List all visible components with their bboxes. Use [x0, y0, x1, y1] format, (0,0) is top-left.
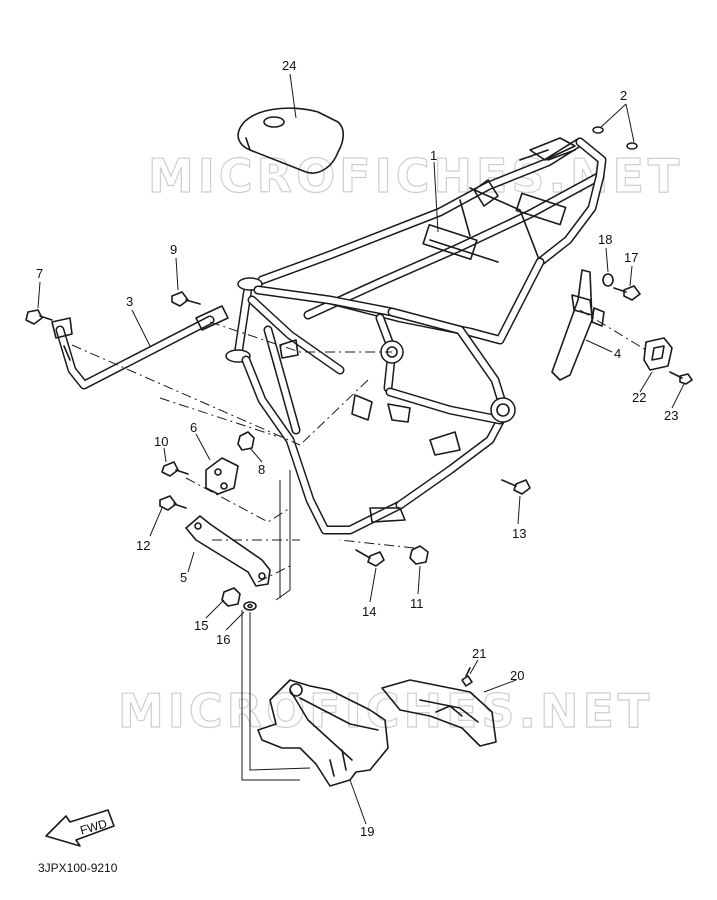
callout-12: 12	[136, 538, 150, 553]
part-4-side-bracket[interactable]	[551, 269, 605, 381]
part-12-bolt[interactable]	[159, 495, 187, 511]
part-21-bolt[interactable]	[461, 667, 473, 687]
callout-13: 13	[512, 526, 526, 541]
part-1-main-frame[interactable]	[225, 137, 607, 535]
callout-24: 24	[282, 58, 296, 73]
callout-15: 15	[194, 618, 208, 633]
part-22-block[interactable]	[643, 337, 673, 371]
part-6-plate[interactable]	[205, 457, 239, 495]
part-7-bolt[interactable]	[25, 309, 53, 325]
callouts: 24 2 1 9 7 3 18 17 4 22 23 6 10 8 13 12 …	[36, 58, 678, 839]
callout-20: 20	[510, 668, 524, 683]
fwd-arrow-icon: FWD	[45, 809, 115, 847]
callout-16: 16	[216, 632, 230, 647]
part-5-lower-bracket[interactable]	[185, 515, 271, 587]
part-18-washer[interactable]	[602, 273, 614, 287]
callout-5: 5	[180, 570, 187, 585]
part-23-bolt[interactable]	[669, 371, 693, 385]
alignment-lines	[71, 309, 647, 781]
callout-11: 11	[410, 596, 424, 611]
fasteners	[25, 273, 693, 611]
callout-14: 14	[362, 604, 376, 619]
part-17-bolt[interactable]	[613, 285, 641, 301]
callout-22: 22	[632, 390, 646, 405]
part-10-bolt[interactable]	[161, 461, 189, 477]
watermark-bottom: MICROFICHES.NET	[118, 684, 653, 738]
callout-18: 18	[598, 232, 612, 247]
callout-4: 4	[614, 346, 621, 361]
part-20-plate[interactable]	[381, 679, 497, 747]
callout-3: 3	[126, 294, 133, 309]
part-19-lower-guard[interactable]	[257, 679, 389, 787]
callout-10: 10	[154, 434, 168, 449]
callout-23: 23	[664, 408, 678, 423]
part-16-washer[interactable]	[243, 601, 257, 611]
callout-21: 21	[472, 646, 486, 661]
part-9-bolt[interactable]	[171, 291, 201, 307]
callout-9: 9	[170, 242, 177, 257]
callout-2: 2	[620, 88, 627, 103]
callout-17: 17	[624, 250, 638, 265]
callout-1: 1	[430, 148, 437, 163]
part-8-nut[interactable]	[237, 431, 255, 451]
part-3-bracket-bar[interactable]	[51, 305, 229, 390]
part-14-bolt[interactable]	[355, 549, 385, 567]
part-15-nut[interactable]	[221, 587, 241, 607]
part-11-nut[interactable]	[409, 545, 429, 565]
callout-7: 7	[36, 266, 43, 281]
callout-6: 6	[190, 420, 197, 435]
part-13-bolt[interactable]	[501, 479, 531, 495]
part-2-grommets[interactable]	[592, 126, 638, 150]
part-24-cover[interactable]	[237, 107, 345, 174]
callout-19: 19	[360, 824, 374, 839]
drawing-code: 3JPX100-9210	[38, 861, 118, 875]
callout-8: 8	[258, 462, 265, 477]
leader-lines	[37, 73, 685, 825]
